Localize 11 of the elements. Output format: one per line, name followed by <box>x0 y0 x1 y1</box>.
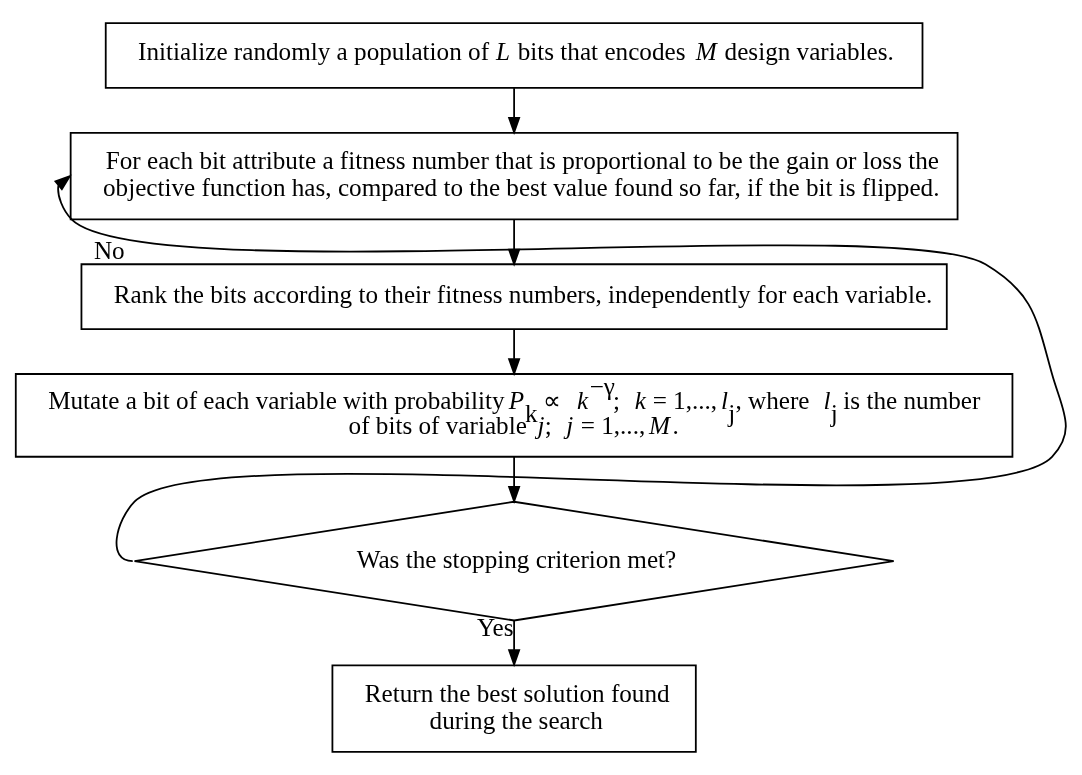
node-box: For each bit attribute a fitness number that is proportional to be the gain or loss the objective function has, compared to the best value found so far, if the bit is flipped. <box>69 132 959 221</box>
node-box: Initialize randomly a population of L bits that encodes M design variables. <box>104 22 924 89</box>
arrow <box>507 455 521 505</box>
edge-label: No <box>93 237 125 265</box>
arrow <box>507 218 521 267</box>
node-box: Return the best solution found during the search <box>331 664 697 753</box>
arrow <box>53 174 1067 562</box>
arrow <box>507 87 521 136</box>
arrow <box>507 619 521 668</box>
node-box: Rank the bits according to their fitness numbers, independently for each variable. <box>80 263 948 330</box>
arrow <box>507 328 521 377</box>
